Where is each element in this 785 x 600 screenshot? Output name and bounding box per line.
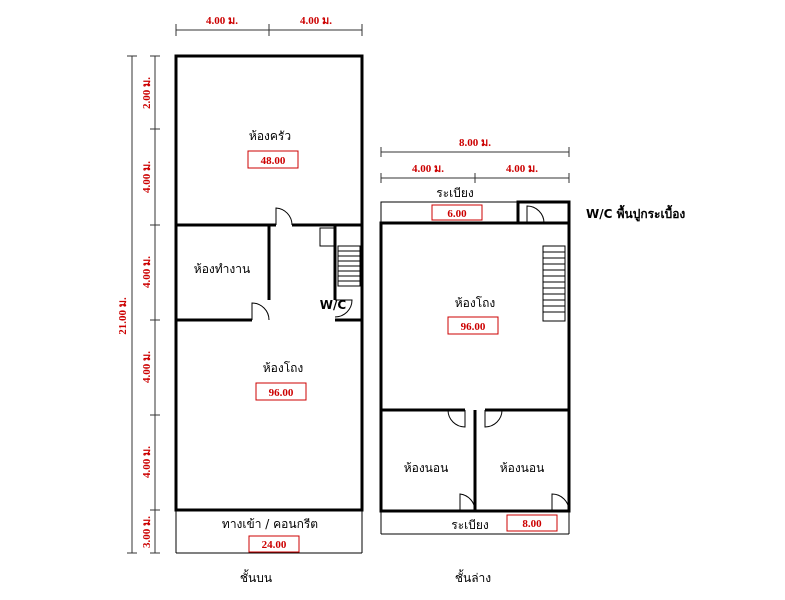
lower-living-area-box [447,316,499,335]
lower-overall-dim: 8.00 ม. [459,137,491,149]
upper-kitchen-area: 48.00 [261,155,286,167]
upper-entrance-label: ทางเข้า / คอนกรีต [222,517,318,531]
upper-entrance-area: 24.00 [262,539,287,551]
upper-side-dim-1: 2.00 ม. [141,77,153,109]
lower-living-area: 96.00 [461,321,486,333]
lower-top-balcony-label: ระเบียง [436,186,474,200]
upper-side-dim-2: 4.00 ม. [141,161,153,193]
lower-bottom-balcony-area: 8.00 [522,518,542,530]
upper-top-dim-2: 4.00 ม. [300,15,332,27]
upper-side-dim-6: 3.00 ม. [141,516,153,548]
office-door-icon [251,302,270,321]
lower-wc-door-icon [526,205,545,224]
upper-side-dim-5: 4.00 ม. [141,446,153,478]
bedroom-left-door-icon [447,409,466,428]
lower-wc-note: W/C พื้นปูกระเบื้อง [586,204,685,222]
lower-stairs-icon [542,245,566,322]
lower-top-dimension: 4.00 ม. 4.00 ม. [380,163,570,183]
lower-floor-plan: 8.00 ม. 4.00 ม. 4.00 ม. [379,137,685,585]
lower-overall-dimension: 8.00 ม. [380,137,570,157]
upper-walls [174,54,364,554]
upper-entrance-area-box [248,535,300,553]
lower-living-label: ห้องโถง [455,296,496,310]
upper-floor-plan: 4.00 ม. 4.00 ม. 21.00 ม. 2.00 ม. 4.00 ม.… [117,15,364,585]
upper-kitchen-label: ห้องครัว [249,129,291,143]
upper-side-dimensions: 2.00 ม. 4.00 ม. 4.00 ม. 4.00 ม. 4.00 ม. … [141,55,160,554]
upper-stairs-icon [319,227,361,287]
upper-wc-label: W/C [320,298,347,312]
lower-top-dim-2: 4.00 ม. [506,163,538,175]
lower-top-balcony-area: 6.00 [447,208,467,220]
upper-living-area-box [255,382,307,401]
upper-top-dim-1: 4.00 ม. [206,15,238,27]
lower-bedroom-right-label: ห้องนอน [500,461,545,475]
upper-side-dim-4: 4.00 ม. [141,351,153,383]
upper-living-label: ห้องโถง [263,361,304,375]
upper-top-dimension: 4.00 ม. 4.00 ม. [175,15,363,36]
lower-doors [447,205,570,512]
upper-floor-caption: ชั้นบน [240,569,272,585]
lower-top-balcony-area-box [431,204,483,221]
upper-total-dim: 21.00 ม. [117,297,129,335]
upper-office-label: ห้องทำงาน [194,262,250,276]
wc-door-icon [334,299,353,318]
upper-kitchen-area-box [247,150,299,169]
bedroom-left-exit-door-icon [459,493,476,512]
lower-top-dim-1: 4.00 ม. [412,163,444,175]
upper-living-area: 96.00 [269,387,294,399]
upper-doors [251,207,353,321]
bedroom-right-exit-door-icon [551,493,570,512]
lower-walls [379,200,571,535]
kitchen-door-icon [275,207,293,226]
upper-side-dim-3: 4.00 ม. [141,256,153,288]
lower-bottom-balcony-area-box [506,514,558,532]
upper-total-dimension: 21.00 ม. [117,55,137,554]
lower-floor-caption: ชั้นล่าง [455,569,491,585]
lower-bottom-balcony-label: ระเบียง [451,518,489,532]
bedroom-right-door-icon [484,409,503,428]
lower-bedroom-left-label: ห้องนอน [404,461,449,475]
